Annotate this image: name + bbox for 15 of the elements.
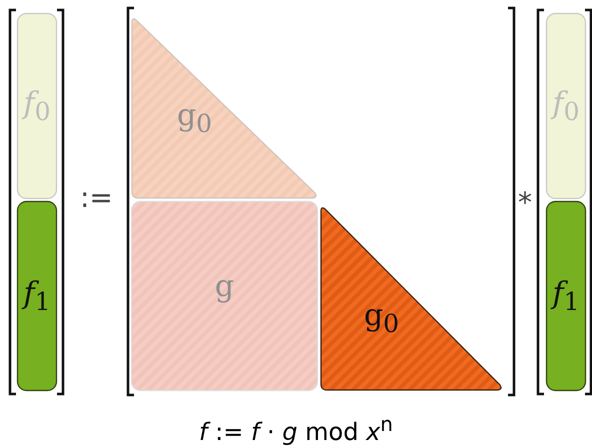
operator-symbol: := <box>80 181 113 214</box>
matrix-block <box>131 201 318 391</box>
vector-segment <box>17 13 57 199</box>
triangle-block <box>131 16 318 199</box>
math-symbol: g <box>214 268 234 304</box>
math-symbol: f$_{1}$ <box>552 276 580 316</box>
math-symbol: f$_{1}$ <box>23 276 50 316</box>
vector-segment <box>546 13 586 199</box>
vector-segment <box>17 201 57 391</box>
operator-symbol: * <box>518 186 532 219</box>
caption-formula: f := f · g mod x$^{n}$ <box>198 412 394 446</box>
vector-segment <box>546 201 586 391</box>
triangle-block <box>320 205 503 391</box>
math-symbol: g$_{0}$ <box>364 298 400 338</box>
math-symbol: g$_{0}$ <box>176 98 212 138</box>
